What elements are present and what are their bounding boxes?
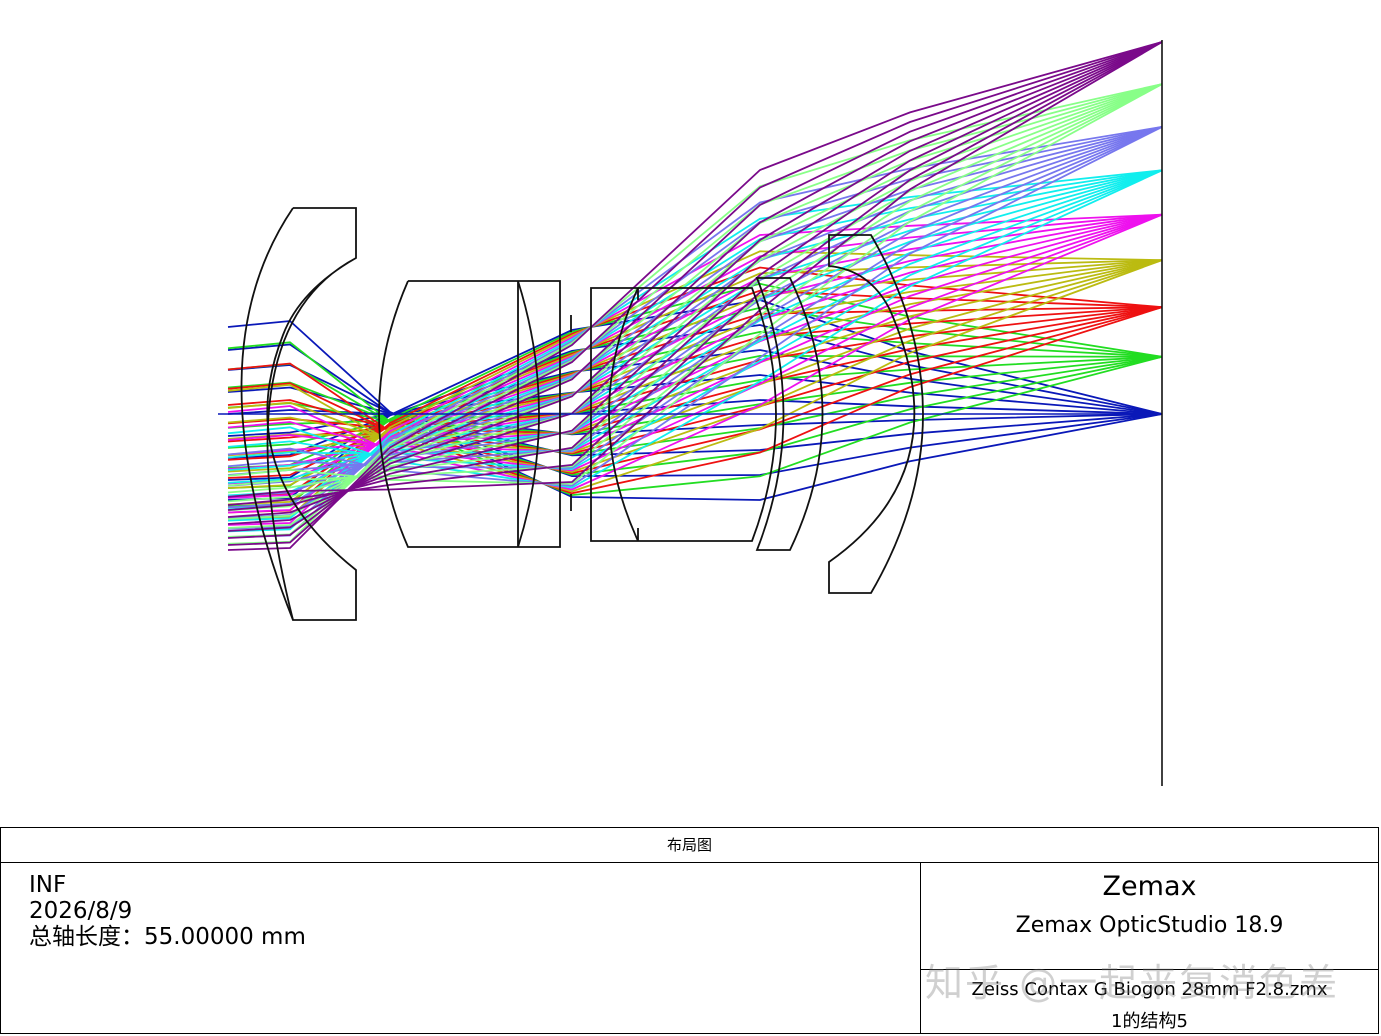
ray-field-3 (227, 289, 1163, 498)
ray-field-9 (227, 41, 1163, 518)
lens-element-3-cemented-surface (608, 287, 639, 542)
ray-field-7 (227, 126, 1163, 469)
lens-element-3 (590, 287, 777, 542)
lens-element-1 (266, 207, 357, 621)
ray-field-5 (227, 213, 1163, 514)
ray-field-7 (227, 126, 1163, 487)
ray-field-9 (227, 41, 1163, 506)
file-name: Zeiss Contax G Biogon 28mm F2.8.zmx (971, 979, 1328, 1000)
lens-layout-diagram (218, 40, 1163, 786)
title-block: 布局图 INF 2026/8/9 总轴长度：55.00000 mm Zemax … (0, 827, 1379, 1034)
brand-name: Zemax (1102, 871, 1197, 902)
lens-element-4 (755, 277, 824, 551)
title-block-info: INF 2026/8/9 总轴长度：55.00000 mm (29, 872, 306, 950)
lens-element-2-cemented-surface (517, 280, 540, 548)
ray-field-5 (227, 213, 1163, 491)
ray-field-6 (227, 169, 1163, 533)
lens-element-5 (828, 234, 924, 594)
software-version: Zemax OpticStudio 18.9 (1015, 913, 1284, 938)
ray-field-9 (227, 41, 1163, 551)
ray-field-4 (227, 259, 1163, 473)
ray-fan-group (218, 41, 1163, 551)
ray-field-3 (227, 306, 1163, 455)
ray-field-2 (227, 341, 1163, 497)
total-length-value: 55.00000 mm (144, 924, 306, 950)
ray-field-3 (227, 306, 1163, 495)
ray-field-1 (227, 343, 1163, 478)
ray-field-4 (227, 259, 1163, 506)
ray-field-8 (227, 83, 1163, 485)
ray-field-5 (227, 213, 1163, 472)
ray-field-6 (227, 169, 1163, 522)
ray-field-9 (227, 41, 1163, 532)
ray-field-8 (227, 83, 1163, 487)
ray-field-6 (227, 169, 1163, 471)
configuration-label: 1的结构5 (1111, 1011, 1188, 1032)
ray-field-9 (227, 41, 1163, 546)
ray-field-9 (227, 41, 1163, 539)
ray-field-9 (227, 41, 1163, 511)
wavelength-note: INF (29, 872, 67, 898)
ray-field-6 (227, 169, 1163, 489)
ray-field-4 (227, 259, 1163, 493)
lens-element-1-front (240, 207, 294, 621)
total-length-row: 总轴长度：55.00000 mm (29, 924, 306, 950)
ray-field-4 (227, 250, 1163, 520)
watermark-text: 知乎 @一起来复消色差 (925, 961, 1340, 1005)
panel-divider (921, 969, 1378, 970)
ray-field-6 (227, 169, 1163, 459)
title-block-software-panel: Zemax Zemax OpticStudio 18.9 Zeiss Conta… (920, 863, 1378, 1033)
ray-field-1 (227, 324, 1163, 481)
ray-field-3 (227, 306, 1163, 479)
total-length-label: 总轴长度： (29, 924, 144, 950)
ray-field-9 (227, 41, 1163, 498)
date-label: 2026/8/9 (29, 898, 133, 924)
lens-element-2 (378, 280, 561, 548)
ray-field-5 (227, 213, 1163, 526)
lens-elements (240, 40, 1163, 786)
ray-field-1 (227, 364, 1163, 457)
title-block-heading: 布局图 (1, 828, 1378, 863)
